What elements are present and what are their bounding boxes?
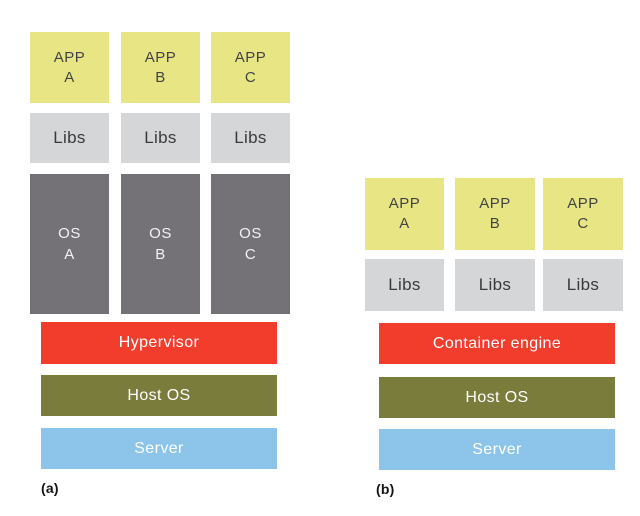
- app-b-box: APP B: [455, 178, 535, 250]
- libs-box: Libs: [211, 113, 290, 163]
- host-os-bar: Host OS: [41, 375, 277, 416]
- server-label: Server: [472, 440, 522, 458]
- os-c-box: OS C: [211, 174, 290, 314]
- libs-label: Libs: [144, 128, 177, 147]
- os-a-box: OS A: [30, 174, 109, 314]
- libs-box: Libs: [455, 259, 535, 311]
- server-bar: Server: [41, 428, 277, 469]
- libs-box: Libs: [543, 259, 623, 311]
- app-a-box: APP A: [30, 32, 109, 103]
- app-b-label: APP B: [479, 195, 511, 232]
- app-b-label: APP B: [144, 48, 177, 86]
- app-c-label: APP C: [234, 48, 267, 86]
- libs-box: Libs: [121, 113, 200, 163]
- container-engine-bar: Container engine: [379, 323, 615, 364]
- libs-box: Libs: [365, 259, 444, 311]
- libs-box: Libs: [30, 113, 109, 163]
- container-engine-label: Container engine: [432, 334, 562, 352]
- host-os-bar: Host OS: [379, 377, 615, 418]
- libs-label: Libs: [478, 275, 512, 294]
- libs-label: Libs: [234, 128, 267, 147]
- caption-b: (b): [376, 481, 395, 497]
- os-b-box: OS B: [121, 174, 200, 314]
- app-a-box: APP A: [365, 178, 444, 250]
- app-b-box: APP B: [121, 32, 200, 103]
- hypervisor-bar: Hypervisor: [41, 322, 277, 364]
- host-os-label: Host OS: [127, 386, 191, 404]
- libs-label: Libs: [53, 128, 86, 147]
- app-c-label: APP C: [567, 195, 599, 232]
- server-label: Server: [134, 439, 184, 457]
- app-c-box: APP C: [543, 178, 623, 250]
- app-a-label: APP A: [388, 195, 421, 232]
- os-a-label: OS A: [58, 225, 81, 263]
- app-c-box: APP C: [211, 32, 290, 103]
- libs-label: Libs: [566, 275, 600, 294]
- os-b-label: OS B: [149, 225, 172, 263]
- app-a-label: APP A: [53, 48, 86, 86]
- libs-label: Libs: [388, 275, 421, 294]
- hypervisor-label: Hypervisor: [118, 334, 200, 351]
- caption-a: (a): [41, 480, 59, 496]
- server-bar: Server: [379, 429, 615, 470]
- host-os-label: Host OS: [465, 388, 529, 406]
- os-c-label: OS C: [239, 225, 262, 263]
